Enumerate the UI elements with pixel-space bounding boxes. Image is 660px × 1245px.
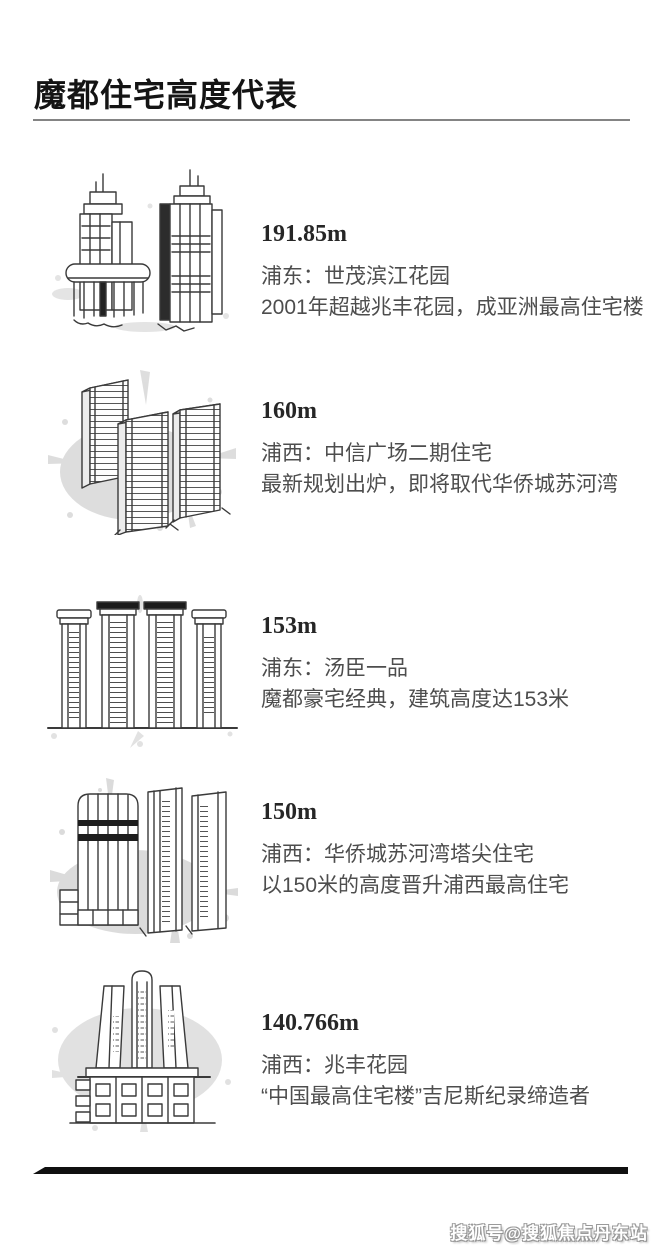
height-value: 150m	[261, 799, 317, 825]
building-description: “中国最高住宅楼”吉尼斯纪录缔造者	[261, 1085, 590, 1108]
building-illustration-twin-towers	[40, 166, 245, 341]
sohu-watermark: 搜狐号@搜狐焦点丹东站	[450, 1224, 648, 1243]
building-name: 浦西：华侨城苏河湾塔尖住宅	[261, 843, 534, 866]
entry-text-block: 191.85m 浦东：世茂滨江花园 2001年超越兆丰花园，成亚洲最高住宅楼	[261, 221, 646, 323]
building-description: 最新规划出炉，即将取代华侨城苏河湾	[261, 473, 618, 496]
entry-text-block: 160m 浦西：中信广场二期住宅 最新规划出炉，即将取代华侨城苏河湾	[261, 398, 646, 500]
height-value: 191.85m	[261, 221, 347, 247]
building-name: 浦东：汤臣一品	[261, 657, 408, 680]
height-value: 160m	[261, 398, 317, 424]
bottom-divider-bar	[33, 1167, 628, 1174]
building-name: 浦西：兆丰花园	[261, 1054, 408, 1077]
height-value: 153m	[261, 613, 317, 639]
page-title: 魔都住宅高度代表	[34, 77, 299, 113]
building-description: 以150米的高度晋升浦西最高住宅	[261, 874, 570, 897]
building-illustration-single-tower	[40, 960, 245, 1135]
title-underline	[33, 119, 630, 121]
single-tower-on-podium-sketch-icon	[52, 970, 231, 1132]
three-isometric-slab-towers-sketch-icon	[48, 370, 236, 535]
building-illustration-three-slabs	[40, 770, 245, 945]
building-name: 浦西：中信广场二期住宅	[261, 442, 492, 465]
building-illustration-isometric-slabs	[40, 360, 245, 535]
entry-text-block: 150m 浦西：华侨城苏河湾塔尖住宅 以150米的高度晋升浦西最高住宅	[261, 799, 646, 901]
building-description: 魔都豪宅经典，建筑高度达153米	[261, 688, 570, 711]
entry-text-block: 153m 浦东：汤臣一品 魔都豪宅经典，建筑高度达153米	[261, 613, 646, 715]
entry-text-block: 140.766m 浦西：兆丰花园 “中国最高住宅楼”吉尼斯纪录缔造者	[261, 1010, 646, 1112]
four-column-towers-sketch-icon	[47, 595, 238, 748]
building-name: 浦东：世茂滨江花园	[261, 265, 450, 288]
twin-highrise-towers-sketch-icon	[52, 169, 229, 332]
height-value: 140.766m	[261, 1010, 359, 1036]
three-slab-towers-sketch-icon	[50, 778, 238, 943]
building-description: 2001年超越兆丰花园，成亚洲最高住宅楼	[261, 296, 644, 319]
building-illustration-four-columns	[40, 576, 245, 751]
